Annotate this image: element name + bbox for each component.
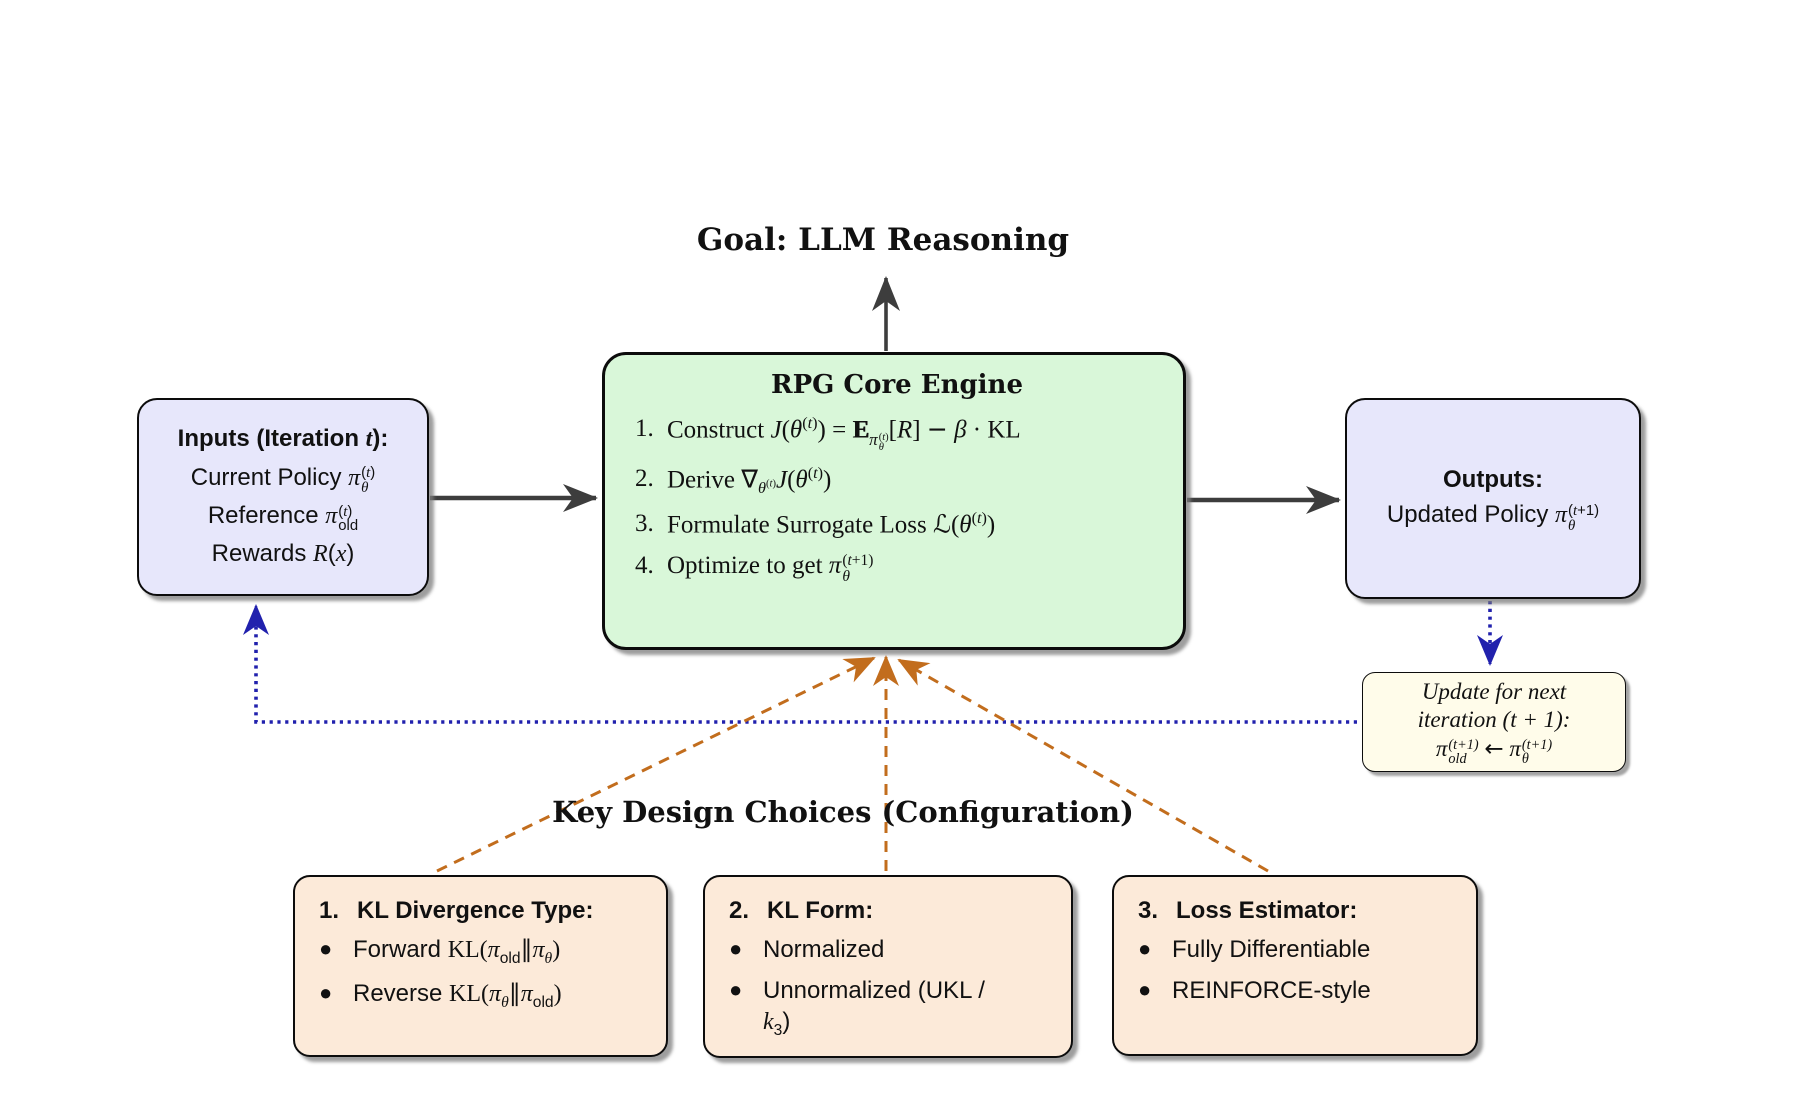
config-number: 2. xyxy=(729,897,750,924)
bullet-forward-kl: ● Forward KL(πold∥πθ) xyxy=(319,934,650,969)
engine-item-number: 3. xyxy=(635,509,654,537)
inputs-title: Inputs (Iteration t): xyxy=(177,425,389,453)
inputs-line-current-policy: Current Policy π(t)θ xyxy=(190,463,376,497)
engine-item-1: 1. Construct J(θ(t)) = Eπ(t)θ[R] − β · K… xyxy=(635,413,1159,454)
bullet-icon: ● xyxy=(319,936,333,961)
note-line-2: iteration (t + 1): xyxy=(1417,707,1571,733)
config-title-text: KL Divergence Type: xyxy=(357,897,594,924)
config-box-kl-form: 2. KL Form: ● Normalized ● Unnormalized … xyxy=(703,875,1073,1058)
inputs-line-reference: Reference π(t)old xyxy=(207,502,359,535)
bullet-reverse-kl: ● Reverse KL(πθ∥πold) xyxy=(319,978,650,1013)
engine-title: RPG Core Engine xyxy=(771,370,1023,400)
bullet-unnormalized: ● Unnormalized (UKL /k3) xyxy=(729,975,1055,1042)
bullet-fully-differentiable: ● Fully Differentiable xyxy=(1138,934,1460,966)
config-title: 2. KL Form: xyxy=(729,897,1055,925)
bullet-icon: ● xyxy=(1138,936,1152,961)
arrow-config3-to-engine xyxy=(897,658,1269,873)
design-choices-heading: Key Design Choices (Configuration) xyxy=(552,795,1134,829)
bullet-text: Normalized xyxy=(763,936,885,963)
outputs-line-updated-policy: Updated Policy π(t+1)θ xyxy=(1386,501,1600,534)
bullet-normalized: ● Normalized xyxy=(729,934,1055,966)
engine-box: RPG Core Engine 1. Construct J(θ(t)) = E… xyxy=(602,352,1186,650)
config-title: 1. KL Divergence Type: xyxy=(319,897,650,925)
engine-item-text: Derive ∇θ(t)J(θ(t)) xyxy=(667,463,832,498)
engine-item-2: 2. Derive ∇θ(t)J(θ(t)) xyxy=(635,463,1159,499)
update-note-box: Update for next iteration (t + 1): π(t+1… xyxy=(1362,672,1626,772)
engine-item-text: Formulate Surrogate Loss ℒ(θ(t)) xyxy=(667,508,996,539)
config-box-loss-estimator: 3. Loss Estimator: ● Fully Differentiabl… xyxy=(1112,875,1478,1056)
bullet-icon: ● xyxy=(319,980,333,1006)
bullet-reinforce-style: ● REINFORCE-style xyxy=(1138,975,1460,1007)
engine-item-text: Optimize to get π(t+1)θ xyxy=(667,552,874,585)
bullet-icon: ● xyxy=(729,976,743,1002)
bullet-icon: ● xyxy=(729,936,743,961)
outputs-box: Outputs: Updated Policy π(t+1)θ xyxy=(1345,398,1641,599)
bullet-icon: ● xyxy=(1138,976,1152,1002)
config-title-text: Loss Estimator: xyxy=(1176,897,1358,924)
outputs-title: Outputs: xyxy=(1443,466,1543,494)
note-line-3: π(t+1)old ← π(t+1)θ xyxy=(1435,736,1553,768)
arrow-config1-to-engine xyxy=(436,656,876,873)
bullet-text: REINFORCE-style xyxy=(1172,976,1371,1004)
engine-item-text: Construct J(θ(t)) = Eπ(t)θ[R] − β · KL xyxy=(667,414,1021,454)
bullet-text: Unnormalized (UKL /k3) xyxy=(763,976,985,1040)
config-title-text: KL Form: xyxy=(767,897,874,924)
engine-item-4: 4. Optimize to get π(t+1)θ xyxy=(635,550,1159,584)
inputs-line-rewards: Rewards R(x) xyxy=(211,540,355,568)
bullet-text: Forward KL(πold∥πθ) xyxy=(353,935,561,967)
config-number: 1. xyxy=(319,897,340,924)
engine-item-number: 2. xyxy=(635,464,654,492)
engine-item-number: 4. xyxy=(635,552,654,580)
config-box-kl-divergence-type: 1. KL Divergence Type: ● Forward KL(πold… xyxy=(293,875,668,1057)
bullet-text: Fully Differentiable xyxy=(1172,936,1371,963)
config-number: 3. xyxy=(1138,897,1159,924)
bullet-text: Reverse KL(πθ∥πold) xyxy=(353,979,562,1012)
config-title: 3. Loss Estimator: xyxy=(1138,897,1460,925)
note-line-1: Update for next xyxy=(1421,678,1567,704)
engine-item-3: 3. Formulate Surrogate Loss ℒ(θ(t)) xyxy=(635,508,1159,541)
inputs-box: Inputs (Iteration t): Current Policy π(t… xyxy=(137,398,429,596)
engine-item-number: 1. xyxy=(635,415,654,442)
goal-label: Goal: LLM Reasoning xyxy=(696,222,1070,258)
